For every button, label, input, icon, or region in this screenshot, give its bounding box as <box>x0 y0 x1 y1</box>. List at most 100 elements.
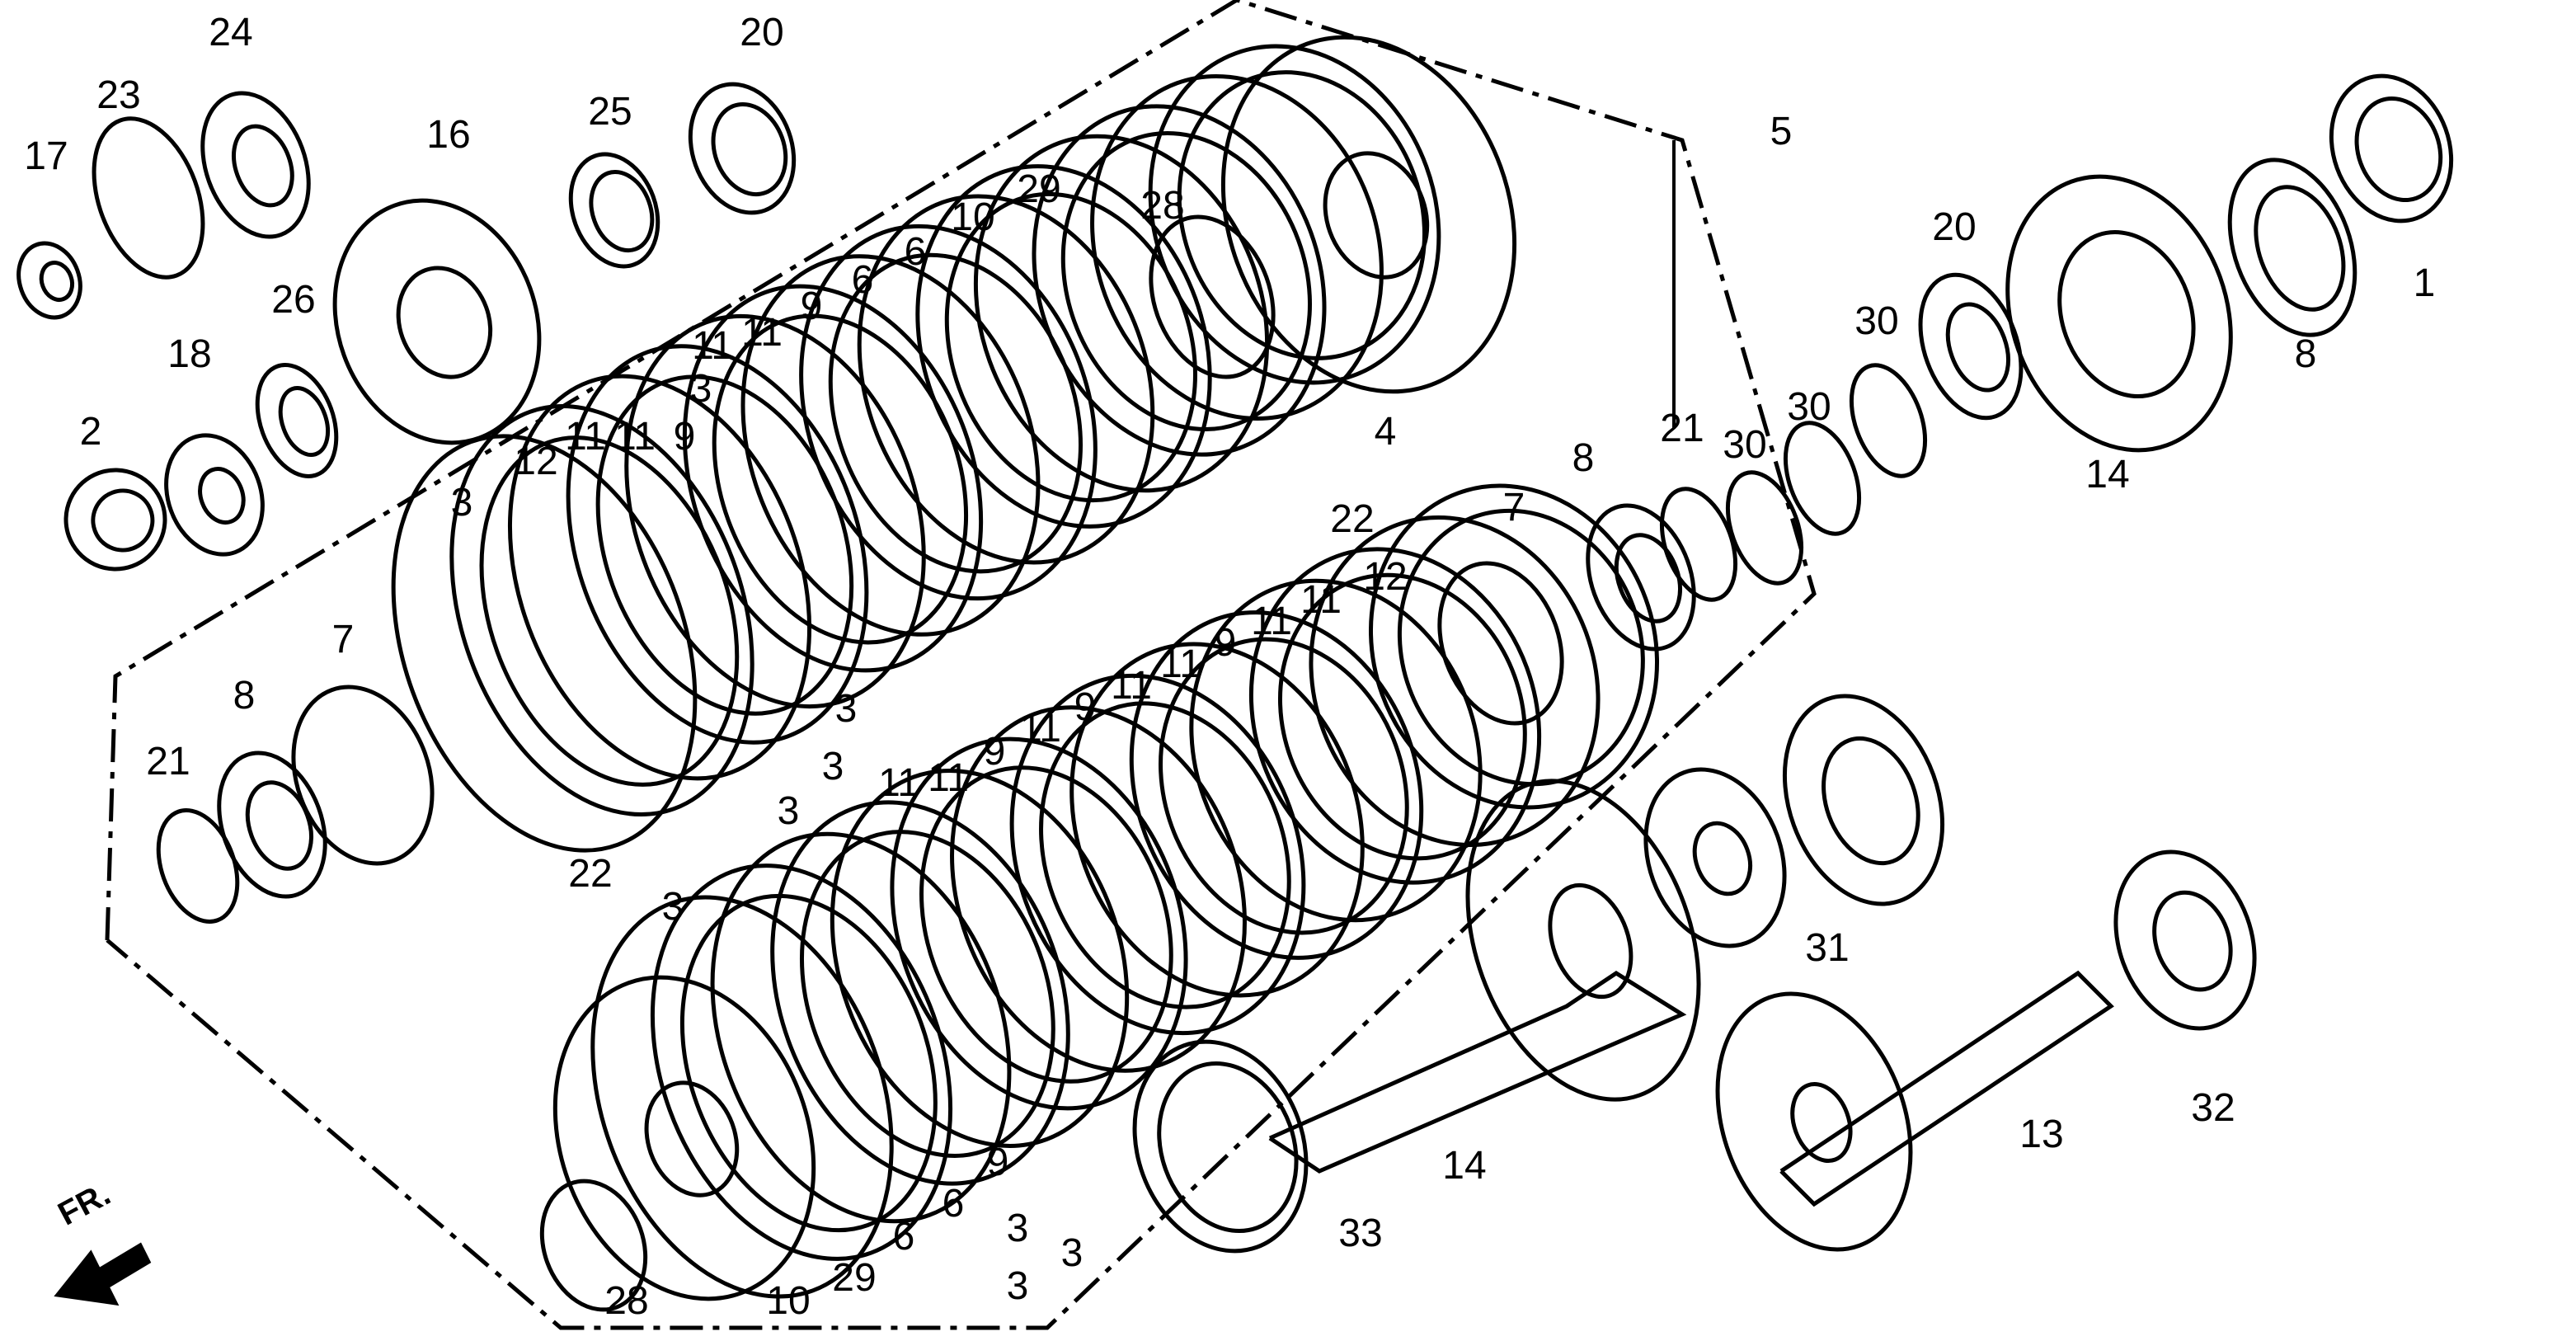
thrust-washer-30 <box>1725 470 1804 586</box>
bearing-part-32 <box>2113 849 2257 1031</box>
clutch-plate-lower-bore <box>1397 508 1645 787</box>
callout-2: 2 <box>79 410 102 454</box>
bearing-part-26 <box>255 363 339 478</box>
clutch-plate-lower <box>890 736 1188 1111</box>
callout-11: 11 <box>614 415 656 459</box>
callout-16: 16 <box>426 113 471 157</box>
collar-part-2 <box>63 468 167 572</box>
nut-part-17 <box>16 241 82 320</box>
callout-29: 29 <box>1017 167 1061 211</box>
clutch-plate-lower <box>1129 610 1424 960</box>
gear-part-14 <box>2005 174 2233 453</box>
bearing-part-31-bore <box>1822 736 1920 866</box>
callout-11: 11 <box>1160 642 1201 686</box>
needle-bearing-part-25-bore <box>589 169 655 253</box>
piston-part-10-bore <box>644 1080 740 1197</box>
callout-10: 10 <box>951 195 995 239</box>
callout-3: 3 <box>1006 1264 1029 1308</box>
clutch-plate-lower-bore <box>1159 637 1409 935</box>
gear-part-13-bore <box>1790 1082 1853 1164</box>
callout-11: 11 <box>1020 707 1061 750</box>
gear-part-14-bore <box>1548 882 1634 1000</box>
callout-30: 30 <box>1723 423 1767 467</box>
clutch-plate-upper <box>1032 104 1327 457</box>
clutch-plate-lower <box>1069 642 1365 998</box>
callout-8: 8 <box>1572 436 1595 480</box>
callout-21: 21 <box>146 740 190 783</box>
gear-part-14-bore <box>2057 230 2196 399</box>
bearing-part-24 <box>200 91 311 239</box>
clutch-plate-upper <box>915 164 1212 529</box>
collar-part-20-bore <box>711 101 788 197</box>
piston-part-10 <box>552 975 816 1301</box>
callout-10: 10 <box>766 1279 811 1323</box>
callout-30: 30 <box>1854 299 1899 343</box>
gear-part-13 <box>1715 991 1913 1252</box>
clutch-plate-upper <box>973 134 1270 493</box>
callout-6: 6 <box>904 230 927 274</box>
callout-4: 4 <box>1374 410 1397 454</box>
clutch-plate-lower <box>1248 547 1542 885</box>
callout-21: 21 <box>1660 407 1704 450</box>
clutch-plate-lower <box>710 831 1012 1224</box>
clutch-plate-upper <box>391 434 698 853</box>
clutch-plate-lower <box>1309 515 1601 848</box>
callout-11: 11 <box>878 761 919 805</box>
snap-ring-part-23 <box>92 116 205 280</box>
assembly-boundary-line <box>105 0 1817 1330</box>
clutch-plate-upper <box>740 254 1041 637</box>
callout-7: 7 <box>331 618 355 661</box>
clutch-plate-lower <box>950 705 1247 1073</box>
clutch-plate-upper-bore <box>1060 131 1312 431</box>
callout-11: 11 <box>565 415 606 459</box>
callout-11: 11 <box>1111 664 1152 708</box>
clutch-plate-lower-bore <box>919 765 1173 1084</box>
clutch-plate-lower <box>590 895 894 1299</box>
clutch-plate-upper <box>566 344 869 745</box>
washer-part-18 <box>164 433 265 557</box>
callout-8: 8 <box>2294 332 2317 376</box>
callout-14: 14 <box>2085 453 2130 496</box>
callout-32: 32 <box>2191 1086 2235 1130</box>
callout-3: 3 <box>661 885 684 929</box>
callout-8: 8 <box>233 674 256 718</box>
callout-20: 20 <box>740 11 784 54</box>
gear-part-14-bore <box>1692 821 1753 896</box>
callout-11: 11 <box>741 311 783 355</box>
bearing-part-26-bore <box>278 386 331 458</box>
clutch-drum-part-4-bore <box>1323 151 1430 280</box>
callout-3: 3 <box>777 789 800 833</box>
clutch-plate-lower-bore <box>679 893 938 1233</box>
clutch-plate-upper <box>624 313 926 709</box>
callout-25: 25 <box>588 90 632 134</box>
bearing-part-31 <box>1782 694 1945 906</box>
callout-3: 3 <box>834 687 858 731</box>
thrust-washer-30 <box>1783 421 1862 536</box>
o-ring-part-28 <box>539 1179 648 1312</box>
clutch-plate-upper <box>682 284 984 673</box>
callout-17: 17 <box>24 134 68 178</box>
washer-part-18-bore <box>198 467 246 525</box>
hub-part-8-bore <box>1614 533 1682 623</box>
clutch-plate-upper <box>449 404 754 816</box>
clutch-drum-part-4 <box>1220 35 1517 394</box>
thrust-bearing-part-33-bore <box>1157 1061 1299 1234</box>
hub-part-8 <box>217 750 327 899</box>
clutch-plate-lower <box>770 800 1070 1186</box>
gear-part-14 <box>1643 767 1787 948</box>
callout-26: 26 <box>271 278 316 322</box>
callout-7: 7 <box>1502 486 1525 529</box>
spring-part-7 <box>291 685 435 866</box>
callout-3: 3 <box>689 367 712 411</box>
callout-1: 1 <box>2413 261 2436 305</box>
callout-30: 30 <box>1787 385 1831 429</box>
callout-3: 3 <box>1006 1207 1029 1250</box>
callout-11: 11 <box>928 756 969 800</box>
thrust-bearing-part-33 <box>1132 1039 1309 1254</box>
callout-3: 3 <box>1060 1231 1084 1275</box>
bearing-part-32-bore <box>2152 890 2233 992</box>
mainshaft-part-14 <box>1268 971 1687 1174</box>
clutch-plate-lower <box>1368 483 1660 810</box>
clutch-plate-upper <box>507 374 812 781</box>
callout-5: 5 <box>1770 110 1793 153</box>
